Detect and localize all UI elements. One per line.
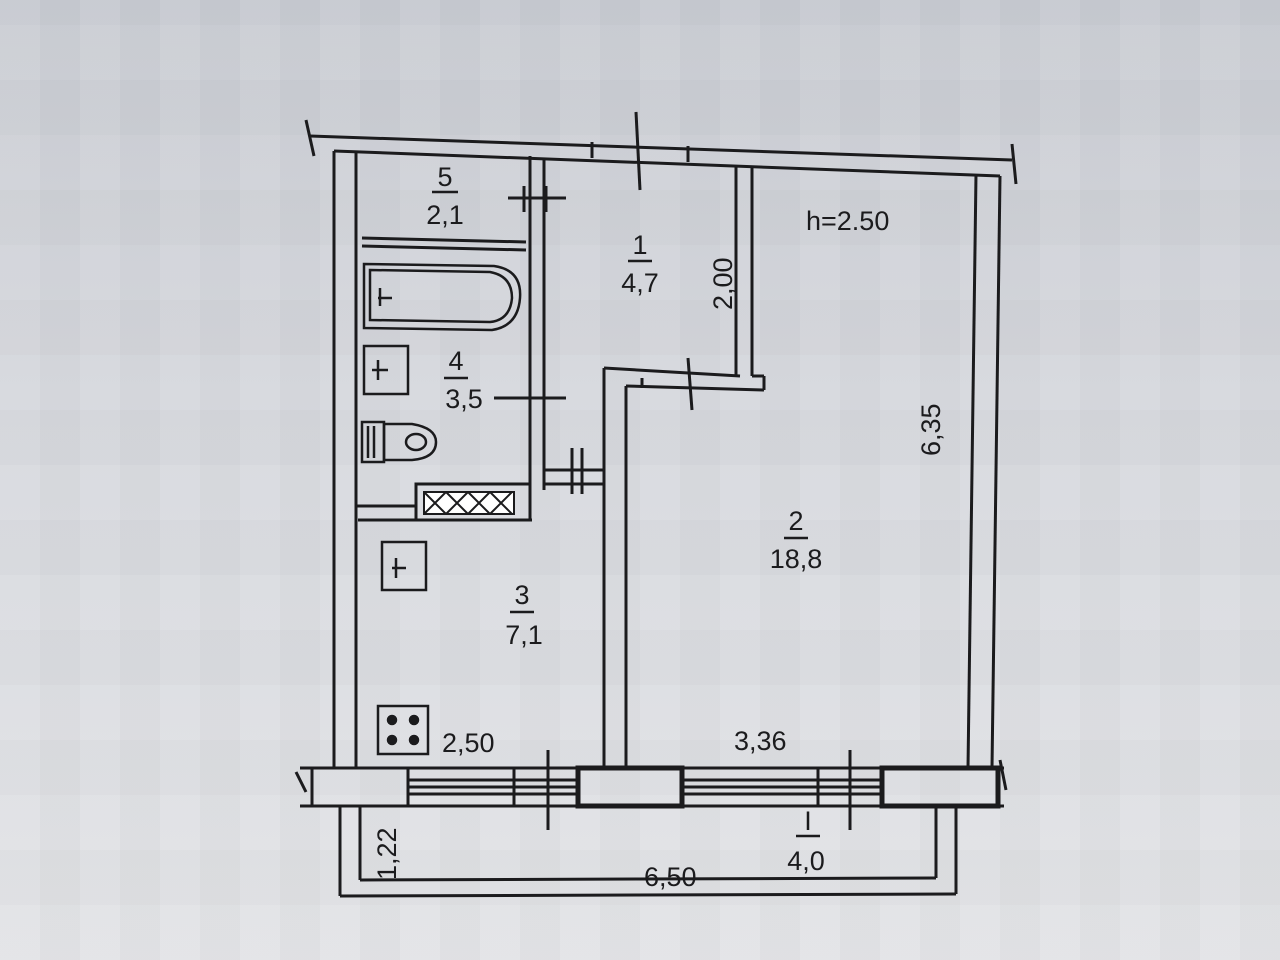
kitchen-width-dimension: 2,50 xyxy=(442,728,495,758)
bathroom-sink xyxy=(362,344,410,396)
room-4-number: 4 xyxy=(448,346,463,376)
room-3-area: 7,1 xyxy=(505,620,543,650)
room-width-dimension: 3,36 xyxy=(734,726,787,756)
room-1-number: 1 xyxy=(632,230,647,260)
top-exterior-wall xyxy=(304,111,1018,191)
ventilation-shaft xyxy=(423,491,515,515)
ceiling-height-label: h=2.50 xyxy=(806,206,889,236)
corridor-room-wall xyxy=(602,166,766,768)
toilet xyxy=(360,420,438,464)
room-5-number: 5 xyxy=(437,162,452,192)
balcony-length-dimension: 6,50 xyxy=(644,862,697,892)
bathroom-wall xyxy=(494,156,566,520)
balcony-depth-dimension: 1,22 xyxy=(372,827,402,880)
room-depth-dimension: 6,35 xyxy=(916,403,946,456)
room-1-area: 4,7 xyxy=(621,268,659,298)
left-exterior-wall xyxy=(332,151,358,768)
room-5-area: 2,1 xyxy=(426,200,464,230)
room-2-area: 18,8 xyxy=(770,544,823,574)
bathtub xyxy=(362,262,522,332)
room-4-area: 3,5 xyxy=(445,384,483,414)
room-fraction-bars xyxy=(432,190,820,838)
room-3-number: 3 xyxy=(514,580,529,610)
kitchen-bath-wall xyxy=(356,448,604,522)
room-2-number: 2 xyxy=(788,506,803,536)
balcony-number: I xyxy=(804,806,812,836)
kitchen-sink xyxy=(380,540,428,592)
balcony xyxy=(338,806,958,898)
balcony-area: 4,0 xyxy=(787,846,825,876)
bottom-exterior-wall xyxy=(294,750,1008,830)
corridor-width-dimension: 2,00 xyxy=(708,257,738,310)
kitchen-stove xyxy=(376,704,430,756)
storage-partition xyxy=(361,186,566,252)
right-exterior-wall xyxy=(966,173,1002,769)
